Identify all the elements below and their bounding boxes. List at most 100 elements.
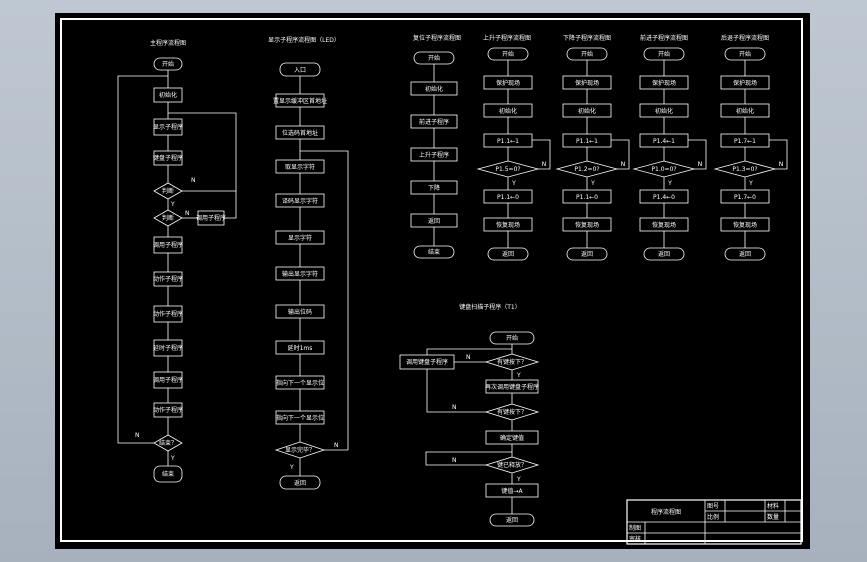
forward-p4-label: P1.4←0 xyxy=(653,194,675,201)
main-disp-label: 显示子程序 xyxy=(153,123,183,131)
int-y3: Y xyxy=(516,476,521,483)
main-n2: N xyxy=(185,210,190,217)
up-return xyxy=(487,247,529,261)
display-s4-label: 译码显示字符 xyxy=(282,197,318,205)
up-yes: Y xyxy=(511,180,516,187)
interrupt-flowchart: 开始 有键按下？ N 调用键盘子程序 Y 再次调用键盘子程序 有键按下？ N 确… xyxy=(399,331,540,527)
main-n1: N xyxy=(191,177,196,184)
main-proc-1-label: 调用子程序 xyxy=(153,241,183,249)
down-no: N xyxy=(621,161,626,168)
int-proc-2-label: 确定键值 xyxy=(500,434,524,442)
reset-s3-label: 下降 xyxy=(428,184,440,192)
display-s1-label: 置显示缓冲区首地址 xyxy=(273,97,327,105)
main-end-label: 结束 xyxy=(162,470,174,478)
main-proc-2-label: 动作子程序 xyxy=(153,275,183,283)
int-return-label: 返回 xyxy=(506,517,518,524)
forward-p3-label: P1.4←1 xyxy=(653,138,675,145)
title-block: 程序流程图 图号 比例 材料 数量 制图 审核 xyxy=(626,499,802,545)
reset-s4-label: 返回 xyxy=(428,218,440,225)
up-no: N xyxy=(542,161,547,168)
down-decision-label: P1.2=0? xyxy=(574,166,599,173)
title-block-c5: 制图 xyxy=(629,524,641,532)
forward-decision-label: P1.0=0? xyxy=(651,166,676,173)
forward-no: N xyxy=(698,161,703,168)
forward-start-label: 开始 xyxy=(658,50,670,58)
up-p2-label: 初始化 xyxy=(499,107,517,115)
int-n2: N xyxy=(452,404,457,411)
title-block-c4: 数量 xyxy=(767,513,779,521)
int-y1: Y xyxy=(516,372,521,379)
up-p4-label: P1.1←0 xyxy=(497,194,519,201)
display-s9-label: 指向下一个显示位 xyxy=(276,379,324,387)
main-decision-3-label: 结束？ xyxy=(159,439,177,447)
forward-return xyxy=(643,247,685,261)
int-start-label: 开始 xyxy=(506,334,518,342)
backward-p1-label: 保护现场 xyxy=(733,79,757,87)
display-s6-label: 输出显示字符 xyxy=(282,270,318,278)
title-block-title: 程序流程图 xyxy=(651,508,681,516)
forward-p2-label: 初始化 xyxy=(655,107,673,115)
main-side-label: 调用子程序 xyxy=(196,214,226,222)
backward-no: N xyxy=(779,161,784,168)
forward-yes: Y xyxy=(667,180,672,187)
down-start-label: 开始 xyxy=(581,50,593,58)
title-block-c2: 比例 xyxy=(707,513,719,521)
title-block-c1: 图号 xyxy=(707,503,719,510)
display-s8-label: 延时1ms xyxy=(288,344,313,352)
int-proc-1-label: 再次调用键盘子程序 xyxy=(485,383,539,391)
int-decision-1-label: 有键按下？ xyxy=(497,358,527,366)
up-start-label: 开始 xyxy=(502,50,514,58)
up-decision-label: P1.5=0? xyxy=(495,166,520,173)
down-p1-label: 保护现场 xyxy=(575,79,599,87)
display-yes: Y xyxy=(289,464,294,471)
display-s3-label: 取显示字符 xyxy=(285,163,315,171)
title-interrupt: 键盘扫描子程序（T1） xyxy=(459,303,520,311)
title-block-c3: 材料 xyxy=(767,502,779,510)
main-proc-4-label: 延时子程序 xyxy=(153,344,183,352)
display-s2-label: 位选码首地址 xyxy=(282,129,318,137)
reset-end xyxy=(413,245,455,259)
backward-p3-label: P1.7←1 xyxy=(734,138,756,145)
main-kbd-label: 键盘子程序 xyxy=(153,154,183,162)
reset-end-label: 结束 xyxy=(428,248,440,256)
backward-yes: Y xyxy=(748,180,753,187)
main-end xyxy=(153,465,183,483)
forward-return-label: 返回 xyxy=(658,251,670,258)
up-return-label: 返回 xyxy=(502,251,514,258)
up-p5-label: 恢复现场 xyxy=(496,221,520,229)
display-s7-label: 输出位码 xyxy=(288,308,312,316)
main-decision-2-label: 判断 xyxy=(162,214,174,222)
title-backward: 后退子程序流程图 xyxy=(721,34,769,42)
forward-p1-label: 保护现场 xyxy=(652,79,676,87)
main-flowchart: 开始 初始化 显示子程序 键盘子程序 判断 N Y 判断 N 调用子程序 调用子… xyxy=(117,57,237,483)
down-return xyxy=(566,247,608,261)
display-return xyxy=(279,475,321,490)
main-decision-1-label: 判断 xyxy=(162,187,174,195)
backward-p4-label: P1.7←0 xyxy=(734,194,756,201)
display-s10-label: 指向下一个显示位 xyxy=(276,414,324,422)
down-p3-label: P1.1←1 xyxy=(576,138,598,145)
display-return-label: 返回 xyxy=(294,480,306,487)
title-display: 显示子程序流程图（LED） xyxy=(268,36,340,44)
int-n1: N xyxy=(466,354,471,361)
backward-start-label: 开始 xyxy=(739,50,751,58)
reset-init-label: 初始化 xyxy=(425,85,443,93)
forward-p5-label: 恢复现场 xyxy=(652,221,676,229)
down-p2-label: 初始化 xyxy=(578,107,596,115)
title-up: 上升子程序流程图 xyxy=(483,34,531,42)
int-decision-2-label: 有键按下？ xyxy=(497,408,527,416)
main-y1: Y xyxy=(170,201,175,208)
backward-p2-label: 初始化 xyxy=(736,107,754,115)
main-init-label: 初始化 xyxy=(159,91,177,99)
up-p1-label: 保护现场 xyxy=(496,79,520,87)
title-reset: 复位子程序流程图 xyxy=(413,34,461,42)
down-p5-label: 恢复现场 xyxy=(575,221,599,229)
down-return-label: 返回 xyxy=(581,251,593,258)
backward-return xyxy=(724,247,766,261)
up-p3-label: P1.1←1 xyxy=(497,138,519,145)
